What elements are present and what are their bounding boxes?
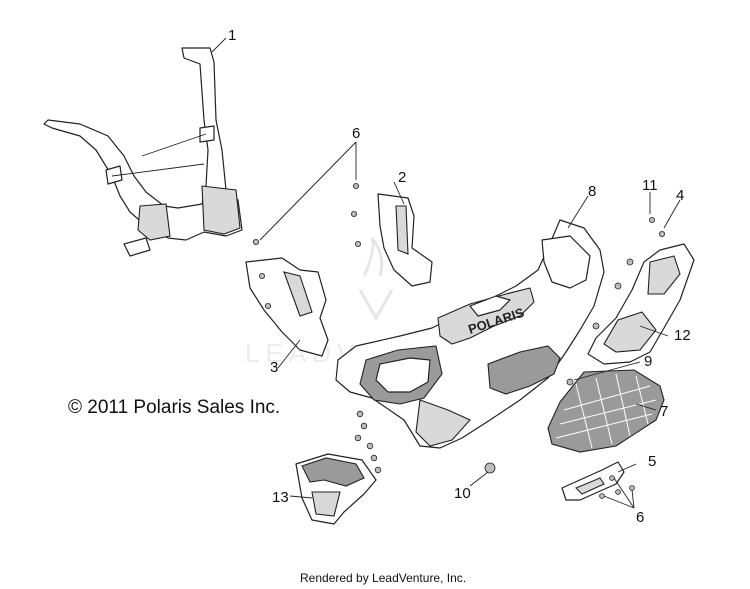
callout-labels: 1 2 3 4 5 6 6 7 8 9 10 11 12 13 — [228, 27, 691, 526]
bolt — [354, 240, 361, 247]
part-13-skid-panel — [295, 453, 377, 525]
bolt — [374, 466, 382, 474]
bolt — [370, 454, 378, 462]
part-7-grille — [547, 369, 665, 453]
part-1-brush-guard — [43, 47, 243, 257]
bolt — [352, 182, 359, 189]
bolt — [350, 210, 357, 217]
part-2-bracket — [377, 193, 433, 287]
render-credit: Rendered by LeadVenture, Inc. — [300, 571, 466, 585]
bolt — [356, 410, 364, 418]
bolt — [258, 272, 265, 279]
callout-5: 5 — [648, 453, 656, 470]
bolt — [609, 475, 615, 481]
bolt — [626, 258, 634, 266]
part-3-bracket — [245, 257, 329, 357]
bolt — [614, 282, 622, 290]
bolt — [649, 216, 656, 223]
callout-3: 3 — [270, 359, 278, 376]
callout-13: 13 — [272, 489, 289, 506]
bolt — [264, 302, 271, 309]
callout-10: 10 — [454, 485, 471, 502]
bolt — [566, 378, 574, 386]
bolt — [354, 434, 362, 442]
part-8-front-bumper: POLARIS — [335, 219, 605, 449]
bolt — [366, 442, 374, 450]
part-5-bracket-plate — [561, 461, 625, 501]
bolt — [360, 422, 368, 430]
bolt — [615, 489, 621, 495]
callout-9: 9 — [644, 353, 652, 370]
part-12-side-panel — [587, 243, 695, 365]
bolt — [659, 230, 666, 237]
callout-2: 2 — [398, 169, 406, 186]
callout-1: 1 — [228, 27, 236, 44]
leader-lines — [211, 37, 681, 509]
copyright-notice: © 2011 Polaris Sales Inc. — [68, 397, 280, 418]
callout-12: 12 — [674, 327, 691, 344]
callout-4: 4 — [676, 187, 684, 204]
callout-8: 8 — [588, 183, 596, 200]
bolt — [252, 238, 259, 245]
bolt — [592, 322, 600, 330]
callout-11: 11 — [642, 177, 658, 194]
callout-6-bottom: 6 — [636, 509, 644, 526]
bolt — [629, 485, 635, 491]
bolt — [599, 493, 605, 499]
fasteners — [252, 182, 666, 499]
callout-6-top: 6 — [352, 125, 360, 142]
callout-7: 7 — [660, 403, 668, 420]
bolt — [484, 462, 496, 474]
